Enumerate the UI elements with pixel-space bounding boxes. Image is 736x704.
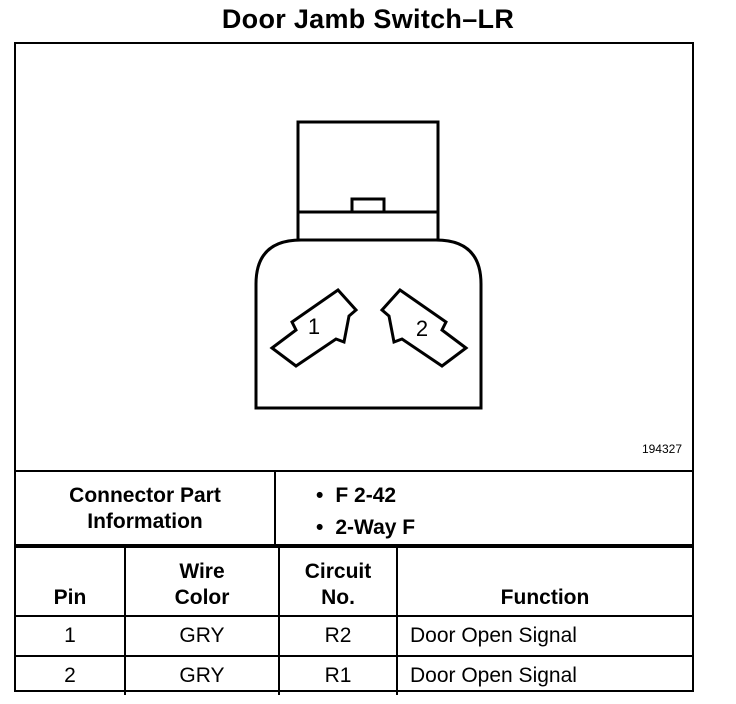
header-pin: Pin	[16, 544, 126, 617]
table-row: 1 GRY R2 Door Open Signal	[16, 615, 692, 657]
connector-info-label: Connector Part Information	[16, 470, 276, 548]
cell-function: Door Open Signal	[396, 655, 692, 695]
pin-1-cavity	[269, 288, 359, 368]
connector-info-value: 2-Way F	[316, 512, 692, 544]
cell-circuit: R1	[278, 655, 398, 695]
header-row: Pin Wire Color Circuit No. Function	[16, 544, 692, 617]
cell-wire-color: GRY	[124, 615, 280, 657]
connector-info-value: F 2-42	[316, 480, 692, 512]
figure-id: 194327	[641, 442, 682, 456]
pinout-table: Pin Wire Color Circuit No. Function 1 GR…	[16, 544, 692, 695]
cell-pin: 1	[16, 615, 126, 657]
header-circuit: Circuit No.	[278, 544, 398, 617]
header-wire-color: Wire Color	[124, 544, 280, 617]
header-function: Function	[396, 544, 692, 617]
connector-info-values: F 2-42 2-Way F	[274, 470, 692, 548]
cell-pin: 2	[16, 655, 126, 695]
connector-body	[254, 238, 483, 410]
cell-wire-color: GRY	[124, 655, 280, 695]
cell-circuit: R2	[278, 615, 398, 657]
pin-2-cavity	[379, 288, 469, 368]
latch-tab	[350, 197, 386, 214]
pin-1-label: 1	[308, 314, 320, 339]
connector-frame: 1 2 194327 Connector Part Information F …	[14, 42, 694, 695]
table-row: 2 GRY R1 Door Open Signal	[16, 655, 692, 695]
connector-latch	[296, 120, 440, 242]
diagram-title: Door Jamb Switch–LR	[221, 4, 515, 34]
cell-function: Door Open Signal	[396, 615, 692, 657]
pin-2-label: 2	[416, 316, 428, 341]
connector-info-table: Connector Part Information F 2-42 2-Way …	[16, 470, 692, 548]
connector-diagram: 1 2	[254, 120, 483, 410]
